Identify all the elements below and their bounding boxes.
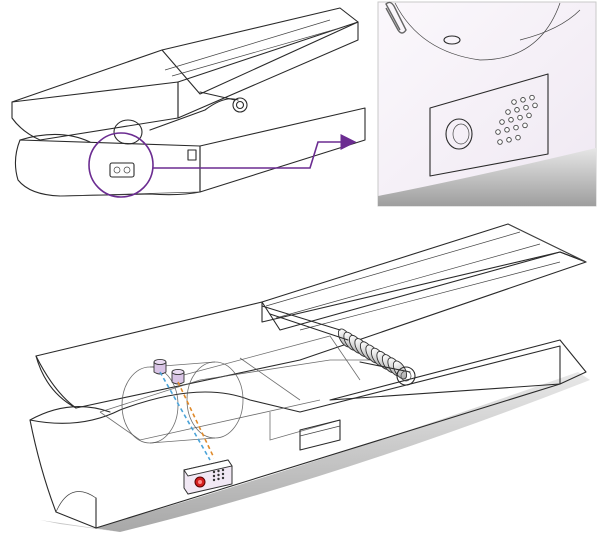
grille-hole xyxy=(520,97,526,103)
grille-hole xyxy=(499,119,505,125)
beam-orange xyxy=(177,381,215,459)
sensor-lens xyxy=(445,118,473,150)
beam-blue xyxy=(159,371,211,461)
module-grille-hole xyxy=(217,473,220,477)
grille-hole xyxy=(522,122,528,129)
grille-hole xyxy=(511,99,517,105)
small-lower-jaw xyxy=(14,139,201,197)
module-grille-hole xyxy=(212,478,216,482)
control-module xyxy=(183,459,233,495)
grille-hole xyxy=(515,134,521,141)
speaker-grille xyxy=(495,94,538,145)
sensor-caps xyxy=(153,358,185,385)
grille-hole xyxy=(495,129,501,135)
large-upper-jaw xyxy=(35,251,587,409)
grille-hole xyxy=(529,94,535,101)
grille-hole xyxy=(506,137,512,143)
hinge-slot xyxy=(299,419,341,451)
grille-hole xyxy=(532,102,538,109)
large-spring xyxy=(337,328,408,380)
grille-hole xyxy=(523,104,529,111)
arrow-right-icon xyxy=(153,134,357,169)
module-grille-hole xyxy=(221,468,225,472)
small-jaw-hole xyxy=(113,119,143,145)
small-module xyxy=(109,162,135,178)
grille-hole xyxy=(526,112,532,119)
large-clothespin xyxy=(29,223,590,532)
grille-hole xyxy=(505,109,511,115)
small-clothespin xyxy=(11,7,366,198)
sensor-plate xyxy=(429,73,549,177)
grille-hole xyxy=(508,117,514,123)
zoom-panel xyxy=(377,1,597,207)
module-grille-hole xyxy=(212,474,216,478)
grille-hole xyxy=(517,114,523,121)
large-lower-jaw xyxy=(29,345,561,529)
magnify-circle-icon xyxy=(88,132,154,198)
module-grille-hole xyxy=(212,470,216,474)
module-grille-hole xyxy=(217,477,220,481)
grille-hole xyxy=(514,107,520,113)
module-grille-hole xyxy=(217,469,220,473)
jaw-hole-cylinder xyxy=(121,366,179,444)
grille-hole xyxy=(513,124,519,131)
small-spring xyxy=(149,98,239,131)
grille-hole xyxy=(504,127,510,133)
small-upper-jaw xyxy=(11,81,179,141)
paperclip-icon xyxy=(385,1,407,34)
screw-slot xyxy=(443,35,461,45)
module-grille-hole xyxy=(221,476,225,480)
module-grille-hole xyxy=(221,472,225,476)
grille-hole xyxy=(497,139,503,145)
